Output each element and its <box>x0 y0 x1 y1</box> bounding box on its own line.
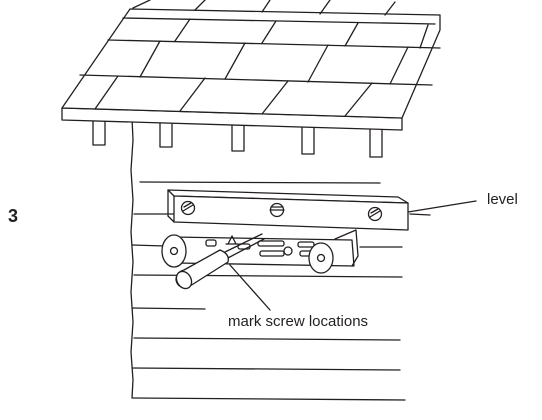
step-number: 3 <box>8 206 18 226</box>
shingle-row-2 <box>107 39 441 49</box>
shingle-edge-2 <box>194 0 206 11</box>
shingle-joint-7 <box>307 44 329 83</box>
siding-line-8 <box>133 337 401 341</box>
shingle-joint-12 <box>419 24 429 49</box>
siding-line-10 <box>132 397 406 401</box>
rafter-5 <box>369 129 383 158</box>
mark-screw-locations-label: mark screw locations <box>228 313 368 330</box>
bracket-fold <box>334 229 359 267</box>
shingle-edge-5 <box>384 1 396 16</box>
shingle-joint-6 <box>224 42 246 80</box>
level-front-face <box>173 195 409 231</box>
siding-line-3 <box>409 213 431 216</box>
rafter-3 <box>231 125 245 152</box>
shingle-joint-5 <box>139 40 161 78</box>
level-vial-left <box>180 200 196 216</box>
bracket-slot-5 <box>297 241 315 248</box>
bracket-slot-4 <box>259 250 285 257</box>
level-end-bottom <box>167 215 175 223</box>
bracket-screw-right <box>316 253 326 263</box>
siding-line-1 <box>139 181 381 184</box>
siding-line-9 <box>131 367 401 371</box>
shingle-joint-9 <box>174 18 191 42</box>
screwdriver-shaft-bottom <box>225 238 265 260</box>
level-leader-line <box>407 200 477 213</box>
bracket-hole <box>283 246 293 256</box>
shingle-joint-4 <box>344 82 373 117</box>
shingle-row-3 <box>122 17 436 25</box>
level-vial-center <box>269 202 285 218</box>
siding-line-6 <box>133 274 403 278</box>
roof-rafters <box>92 121 383 158</box>
shingle-row-1 <box>79 74 433 86</box>
wall-left-edge <box>130 117 134 399</box>
screwdriver-handle-end <box>175 270 193 290</box>
roof <box>61 0 441 131</box>
mark-leader-line <box>229 264 271 311</box>
roof-surface <box>61 8 441 119</box>
screwdriver <box>175 233 265 290</box>
rafter-2 <box>159 123 173 148</box>
bracket-mark <box>225 235 239 245</box>
screwdriver-shaft-top <box>222 233 263 254</box>
shingle-joint-3 <box>261 80 289 115</box>
bracket-screw-left <box>169 246 179 256</box>
siding-line-7 <box>131 307 206 310</box>
shingle-joint-11 <box>344 22 359 47</box>
level-vial-right <box>367 206 383 222</box>
shingle-joint-1 <box>94 75 119 110</box>
shingle-edge-3 <box>261 0 271 13</box>
shingle-joint-8 <box>389 46 409 85</box>
level-label: level <box>487 191 518 208</box>
bracket-slot-3 <box>257 240 285 247</box>
shingle-joint-10 <box>261 20 277 44</box>
rafter-4 <box>301 127 315 155</box>
shingle-edge-4 <box>319 0 331 15</box>
bracket-slot-1 <box>205 239 217 247</box>
rafter-1 <box>92 121 106 146</box>
shingle-joint-2 <box>179 77 206 112</box>
siding-line-4 <box>131 244 166 247</box>
shingle-edge-1 <box>132 0 151 9</box>
level-tool <box>167 189 409 231</box>
